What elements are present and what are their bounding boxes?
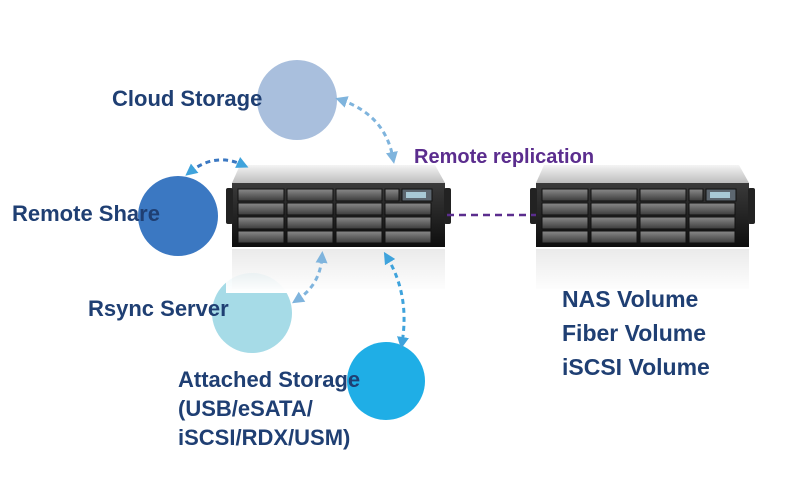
- remote-share-label: Remote Share: [12, 201, 160, 226]
- remote-replication-label: Remote replication: [414, 146, 595, 168]
- cloud-storage-circle: [257, 60, 337, 140]
- remote-share-bidirectional-arrow-icon: [185, 157, 249, 176]
- rsync-bidirectional-arrow-icon: [291, 251, 328, 304]
- attached-storage-label-line1: Attached Storage: [178, 367, 361, 392]
- storage-server-icon: [226, 165, 451, 247]
- attached-storage-label-line2: (USB/eSATA/: [178, 396, 313, 421]
- nas-volume-label: NAS Volume: [562, 286, 699, 312]
- cloud-bidirectional-arrow-icon: [335, 96, 398, 164]
- remote-share-circle: [138, 176, 218, 256]
- cloud-storage-label: Cloud Storage: [112, 86, 263, 111]
- storage-server-replica-icon: [530, 165, 755, 247]
- attached-storage-label-line3: iSCSI/RDX/USM): [178, 425, 351, 450]
- iscsi-volume-label: iSCSI Volume: [562, 354, 710, 380]
- rsync-server-label: Rsync Server: [88, 296, 229, 321]
- attached-storage-circle: [347, 342, 425, 420]
- fiber-volume-label: Fiber Volume: [562, 320, 706, 346]
